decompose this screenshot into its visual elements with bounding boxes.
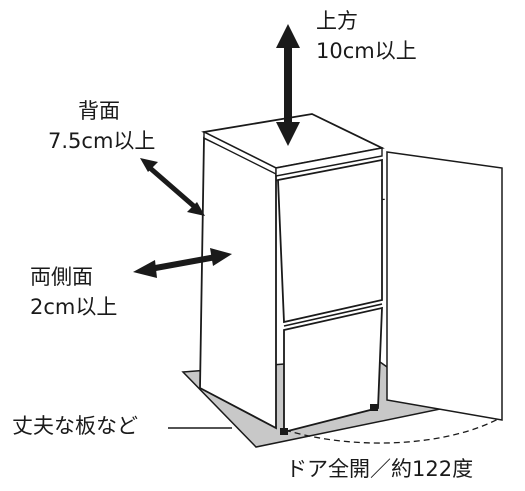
top-clearance-value: 10cm以上	[316, 39, 417, 63]
top-clearance-arrow	[276, 24, 300, 146]
board-label: 丈夫な板など	[12, 414, 138, 438]
top-clearance-title: 上方	[316, 9, 358, 33]
fridge-foot-right	[370, 404, 378, 411]
fridge-side-face	[199, 136, 277, 430]
side-clearance-arrow	[133, 248, 232, 278]
open-door-panel	[386, 151, 503, 421]
back-clearance-value: 7.5cm以上	[48, 129, 156, 153]
side-clearance-value: 2cm以上	[30, 295, 118, 319]
door-open-angle-label: ドア全開／約122度	[286, 457, 474, 481]
back-clearance-arrow	[140, 158, 205, 216]
back-clearance-title: 背面	[78, 99, 120, 123]
side-clearance-title: 両側面	[30, 265, 93, 289]
fridge-top-front-edge	[275, 147, 383, 177]
fridge-door-gap	[283, 303, 383, 327]
fridge-upper-door	[277, 158, 383, 324]
fridge-foot-left	[280, 428, 288, 435]
